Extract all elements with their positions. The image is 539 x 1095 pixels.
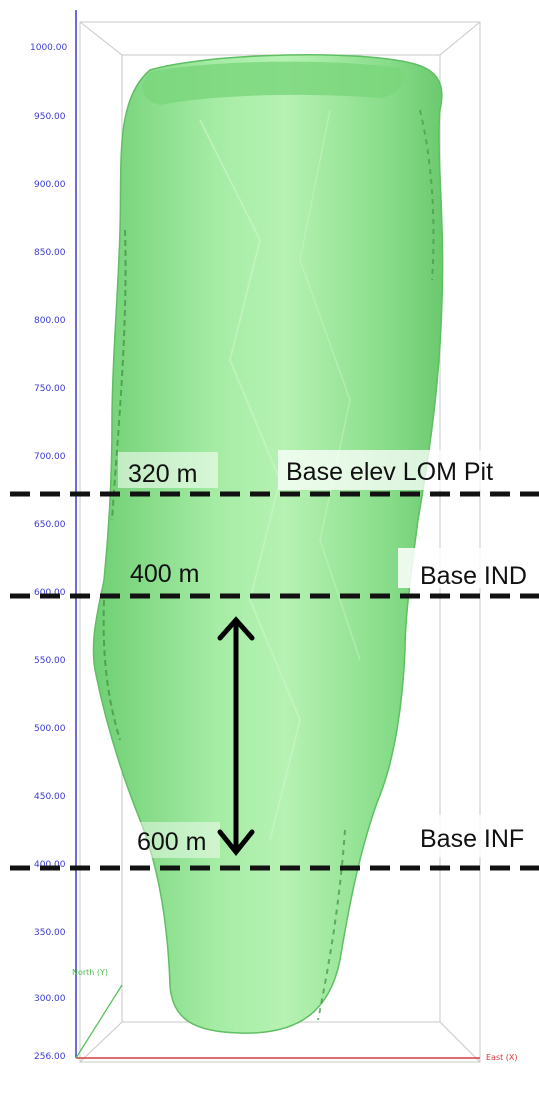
- tick-label: 450.00: [34, 792, 66, 802]
- tick-label: 950.00: [34, 112, 66, 122]
- interval-arrow: [217, 616, 255, 857]
- tick-label: 700.00: [34, 452, 66, 462]
- level-name-base-inf: Base INF: [420, 825, 524, 853]
- label-background: [398, 548, 539, 588]
- north-axis: [75, 984, 123, 1059]
- tick-label: 850.00: [34, 248, 66, 258]
- label-background: [404, 815, 539, 857]
- tick-label: 800.00: [34, 316, 66, 326]
- tick-label: 350.00: [34, 928, 66, 938]
- depth-label-400: 400 m: [130, 560, 199, 588]
- tick-label: 300.00: [34, 994, 66, 1004]
- tick-label: 1000.00: [30, 43, 67, 53]
- tick-label: 900.00: [34, 180, 66, 190]
- tick-label: 650.00: [34, 520, 66, 530]
- label-background: [130, 822, 220, 858]
- label-background: [278, 450, 538, 490]
- tick-label: 400.00: [34, 860, 66, 870]
- label-background: [118, 452, 218, 488]
- elevation-ticks: 1000.00 950.00 900.00 850.00 800.00 750.…: [30, 43, 67, 1062]
- depth-label-600: 600 m: [137, 828, 206, 856]
- level-name-lom-pit: Base elev LOM Pit: [286, 458, 493, 486]
- east-axis-label: East (X): [486, 1053, 518, 1062]
- depth-label-320: 320 m: [128, 460, 197, 488]
- tick-label: 500.00: [34, 724, 66, 734]
- tick-label: 600.00: [34, 588, 66, 598]
- level-name-base-ind: Base IND: [420, 562, 527, 590]
- tick-label: 750.00: [34, 384, 66, 394]
- ore-body: [92, 54, 444, 1034]
- tick-label: 550.00: [34, 656, 66, 666]
- north-axis-label: North (Y): [72, 968, 108, 977]
- tick-label: 256.00: [34, 1052, 66, 1062]
